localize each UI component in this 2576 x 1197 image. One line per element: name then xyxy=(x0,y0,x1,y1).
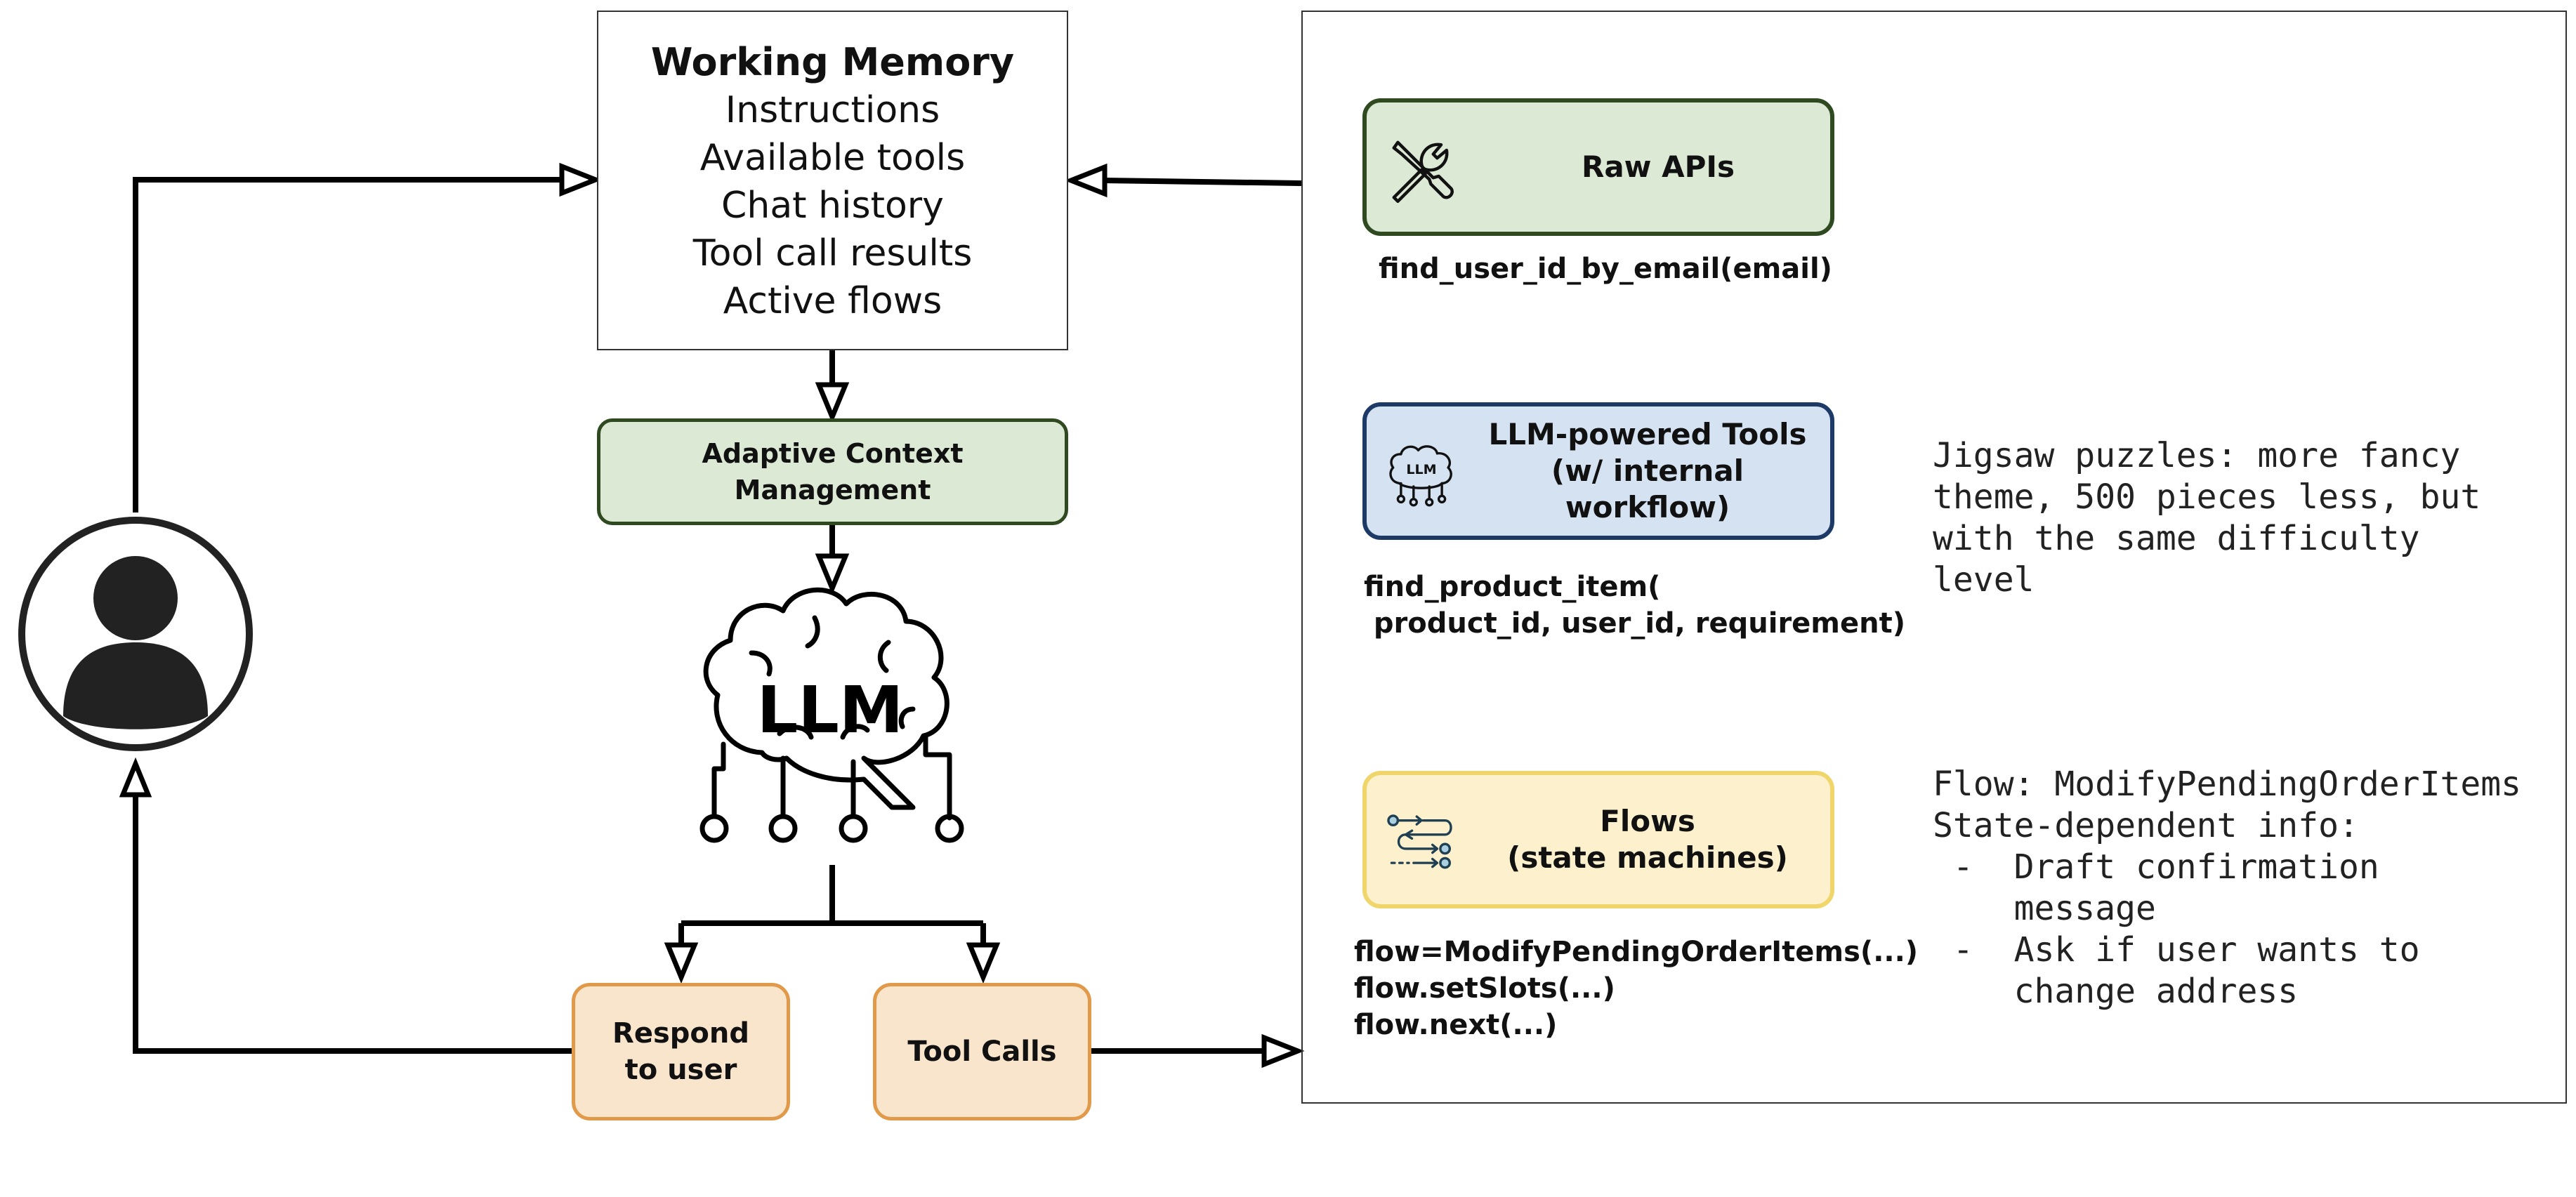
memory-item-tools: Available tools xyxy=(699,137,966,179)
raw-apis-label: Raw APIs xyxy=(1581,150,1735,184)
memory-item-chat-history: Chat history xyxy=(721,185,944,227)
llm-brain-icon: LLM xyxy=(1389,445,1452,507)
adaptive-context-line1: Adaptive Context xyxy=(702,438,964,469)
flows-note-line: Flow: ModifyPendingOrderItems xyxy=(1933,765,2522,804)
llm-icon-label: LLM xyxy=(1406,462,1436,477)
llm-note-line: theme, 500 pieces less, but xyxy=(1933,477,2481,517)
working-memory-box: Working Memory Instructions Available to… xyxy=(597,11,1068,350)
memory-item-tool-results: Tool call results xyxy=(692,232,973,275)
arrowhead-toolcalls xyxy=(966,942,1001,984)
user-avatar-icon xyxy=(18,517,253,751)
respond-line2: to user xyxy=(624,1054,737,1086)
flows-note-line: - Draft confirmation xyxy=(1933,847,2379,887)
flows-line1: Flows xyxy=(1600,804,1695,838)
adaptive-context-line2: Management xyxy=(734,475,931,505)
flows-label: Flows (state machines) xyxy=(1472,775,1823,904)
flows-line2: (state machines) xyxy=(1507,840,1788,875)
flows-example-line: flow.next(...) xyxy=(1354,1009,1558,1041)
llm-label: LLM xyxy=(757,673,904,748)
memory-item-instructions: Instructions xyxy=(725,89,940,131)
arrowhead-memory-left xyxy=(559,162,603,197)
flows-note-line: change address xyxy=(1933,972,2299,1011)
llm-note-line: level xyxy=(1933,560,2035,600)
llm-tools-line2: (w/ internal workflow) xyxy=(1551,454,1744,524)
arrowhead-panel xyxy=(1261,1033,1305,1069)
tools-panel xyxy=(1301,11,2567,1104)
llm-tools-line1: LLM-powered Tools xyxy=(1488,417,1807,451)
tools-to-memory-connector xyxy=(1104,178,1302,186)
flows-note-line: State-dependent info: xyxy=(1933,806,2359,845)
working-memory-title: Working Memory xyxy=(650,40,1015,84)
flows-example: flow=ModifyPendingOrderItems(...) flow.se… xyxy=(1354,934,1918,1043)
flows-box: Flows (state machines) xyxy=(1362,771,1834,908)
user-to-memory-connector xyxy=(133,177,562,512)
respond-to-user-connector xyxy=(133,785,572,1054)
flow-state-machine-icon xyxy=(1387,814,1452,869)
respond-to-user-box: Respond to user xyxy=(572,983,790,1120)
adaptive-context-box: Adaptive Context Management xyxy=(597,418,1068,525)
llm-note-line: with the same difficulty xyxy=(1933,519,2420,558)
llm-note-line: Jigsaw puzzles: more fancy xyxy=(1933,436,2461,475)
llm-tools-example: find_product_item( product_id, user_id, … xyxy=(1364,569,1905,642)
llm-tools-example-line1: find_product_item( xyxy=(1364,571,1661,603)
flows-example-line: flow=ModifyPendingOrderItems(...) xyxy=(1354,936,1919,968)
tool-calls-box: Tool Calls xyxy=(873,983,1091,1120)
llm-split-connector xyxy=(678,865,986,945)
flows-note-line: - Ask if user wants to xyxy=(1933,930,2420,970)
respond-line1: Respond xyxy=(612,1017,749,1050)
tool-calls-label: Tool Calls xyxy=(907,1036,1057,1068)
memory-item-active-flows: Active flows xyxy=(723,280,942,322)
raw-apis-example: find_user_id_by_email(email) xyxy=(1379,253,1832,285)
arrowhead-memory-right xyxy=(1064,163,1108,198)
arrowhead-respond xyxy=(664,942,699,984)
flows-note-line: message xyxy=(1933,889,2156,928)
flows-example-line: flow.setSlots(...) xyxy=(1354,972,1615,1005)
llm-tools-label: LLM-powered Tools (w/ internal workflow) xyxy=(1472,406,1823,536)
tools-wrench-screwdriver-icon xyxy=(1392,140,1454,204)
arrowhead-llm xyxy=(815,553,850,595)
brain-llm-icon xyxy=(699,587,964,843)
llm-tools-box: LLM LLM-powered Tools (w/ internal workf… xyxy=(1362,402,1834,540)
arrowhead-context xyxy=(815,382,850,424)
arrowhead-user-bottom xyxy=(119,757,152,798)
llm-tools-example-line2: product_id, user_id, requirement) xyxy=(1364,607,1905,640)
raw-apis-box: Raw APIs xyxy=(1362,98,1834,236)
